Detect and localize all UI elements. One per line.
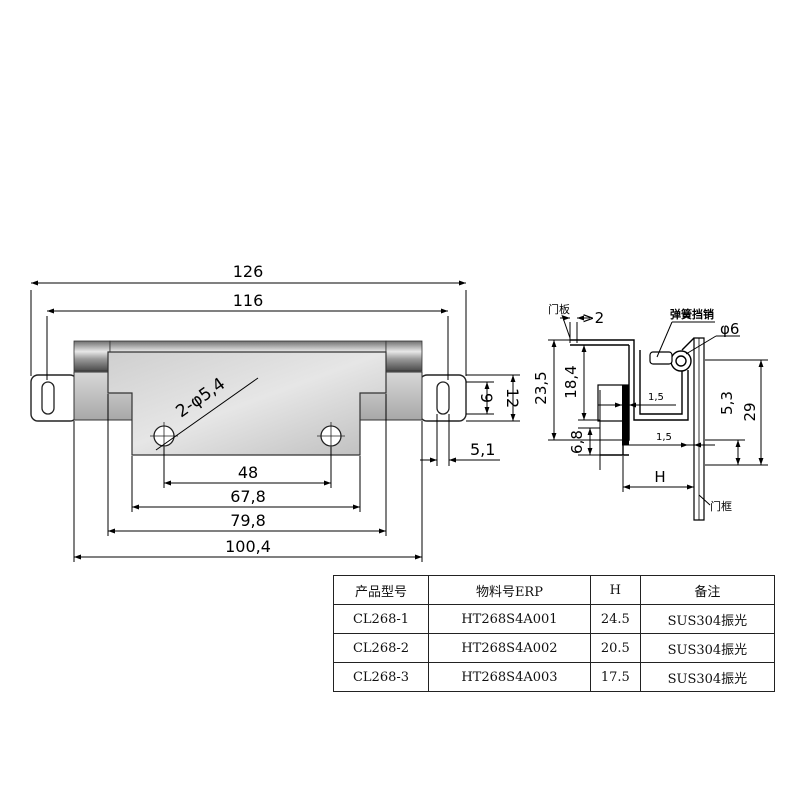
cell-erp: HT268S4A001: [428, 604, 591, 634]
cell-model: CL268-3: [332, 662, 430, 692]
header-remark: 备注: [639, 575, 776, 605]
front-view: 126 116 2-φ5,4 48 67,8 79,8 100,4 9 12 5…: [30, 262, 522, 562]
dim-6-8: 6,8: [568, 430, 586, 454]
cell-h: 20.5: [589, 633, 641, 663]
dim-1-5-top: 1,5: [648, 392, 664, 403]
dim-100-4: 100,4: [225, 537, 271, 556]
spec-table: 产品型号 物料号ERP H 备注 CL268-1 HT268S4A001 24.…: [332, 575, 776, 692]
header-erp: 物料号ERP: [428, 575, 591, 605]
dim-h: H: [654, 468, 665, 486]
table-row: CL268-3 HT268S4A003 17.5 SUS304振光: [332, 662, 776, 692]
right-knuckle: [385, 340, 423, 372]
dim-29: 29: [741, 402, 759, 421]
table-row: CL268-1 HT268S4A001 24.5 SUS304振光: [332, 604, 776, 634]
cell-model: CL268-1: [332, 604, 430, 634]
dim-5-3: 5,3: [718, 391, 736, 415]
dim-9: 9: [477, 393, 496, 403]
leaf-plate: [107, 351, 387, 456]
header-model: 产品型号: [332, 575, 430, 605]
dim-5-1: 5,1: [470, 440, 495, 459]
dim-1-5-bottom: 1,5: [656, 432, 672, 443]
spec-table-header: 产品型号 物料号ERP H 备注: [332, 575, 776, 605]
dim-67-8: 67,8: [230, 487, 266, 506]
cell-remark: SUS304振光: [639, 604, 776, 634]
dim-79-8: 79,8: [230, 511, 266, 530]
cell-h: 17.5: [589, 662, 641, 692]
table-row: CL268-2 HT268S4A002 20.5 SUS304振光: [332, 633, 776, 663]
side-view: 门板 弹簧挡销 门框 >2 φ6 23,5 18,4 1,5 6,8 1,5 5…: [532, 302, 768, 521]
dim-126: 126: [233, 262, 264, 281]
left-knuckle: [73, 340, 111, 372]
dim-18-4: 18,4: [562, 365, 580, 398]
left-slot: [41, 381, 55, 415]
dim-23-5: 23,5: [532, 371, 550, 404]
cell-erp: HT268S4A003: [428, 662, 591, 692]
dim-12: 12: [503, 388, 522, 408]
cell-h: 24.5: [589, 604, 641, 634]
dim-48: 48: [238, 463, 258, 482]
dim-116: 116: [233, 291, 264, 310]
right-slot: [436, 381, 450, 415]
label-spring-pin: 弹簧挡销: [670, 307, 714, 321]
header-h: H: [589, 575, 641, 605]
label-door-panel: 门板: [548, 302, 570, 316]
cell-erp: HT268S4A002: [428, 633, 591, 663]
cell-remark: SUS304振光: [639, 662, 776, 692]
cell-remark: SUS304振光: [639, 633, 776, 663]
cell-model: CL268-2: [332, 633, 430, 663]
label-door-frame: 门框: [710, 499, 732, 513]
dim-gap: >2: [582, 309, 604, 327]
dim-phi6: φ6: [720, 320, 739, 338]
